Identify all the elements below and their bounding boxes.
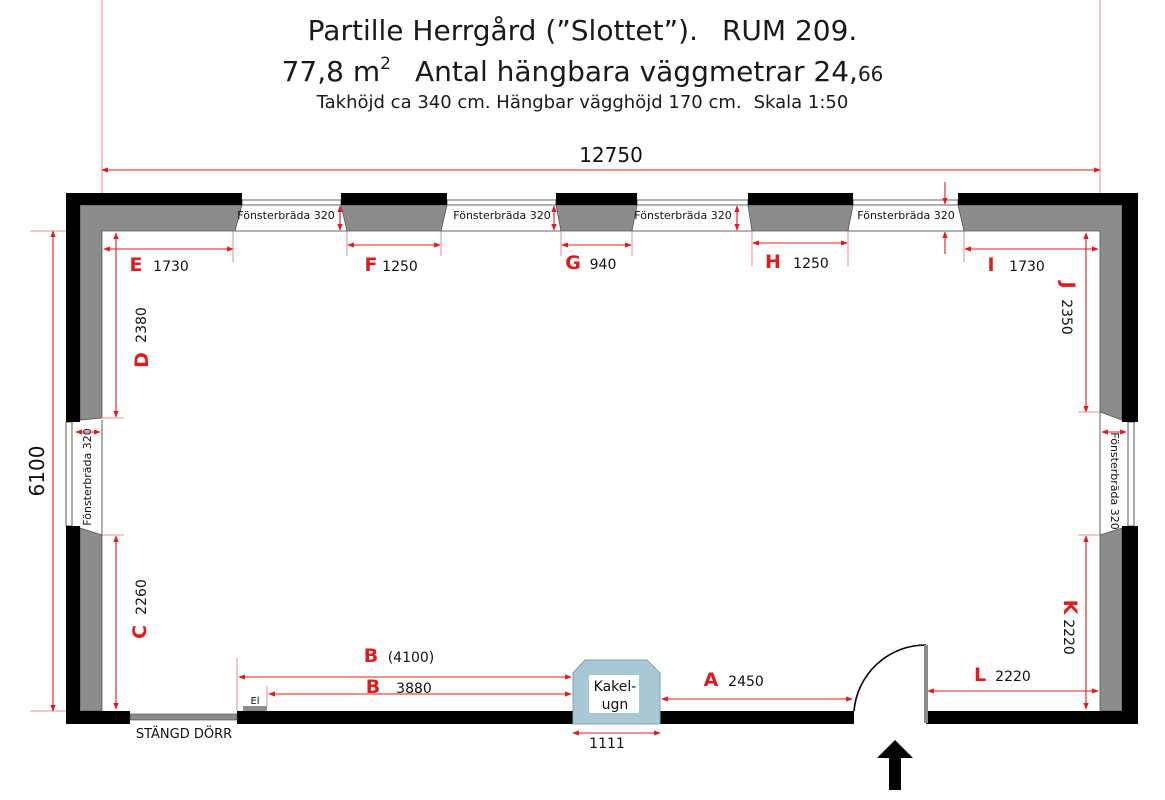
wall-meters-label: Antal hängbara väggmetrar 24, <box>414 55 858 88</box>
wall-face-i <box>957 204 1123 421</box>
area-line: 77,8 m2 Antal hängbara väggmetrar 24,66 <box>0 54 1165 88</box>
wall-value-a: 2450 <box>728 674 764 690</box>
wall-value-l: 2220 <box>995 669 1031 685</box>
wall-value-h: 1250 <box>793 256 829 272</box>
wall-value-k: 2220 <box>1060 619 1076 655</box>
wall-letter-i: I <box>987 254 994 276</box>
ceiling-info: Takhöjd ca 340 cm. Hängbar vägghöjd 170 … <box>316 92 742 113</box>
wall-left-lower <box>66 526 80 724</box>
wall-faces <box>79 204 1123 712</box>
wall-face-f <box>340 204 448 232</box>
window-frame-1 <box>241 199 342 206</box>
wall-value-g: 940 <box>590 257 617 273</box>
wall-face-c <box>79 527 103 712</box>
walls <box>66 193 1138 724</box>
wall-bottom-left <box>66 711 130 724</box>
entrance-arrow-icon <box>877 740 913 790</box>
wall-value-f: 1250 <box>382 259 418 275</box>
wall-top-4 <box>748 193 853 205</box>
entrance-door-leaf <box>924 645 928 723</box>
wall-top-3 <box>556 193 637 205</box>
wall-top-2 <box>341 193 447 205</box>
wall-value-b-total: (4100) <box>388 650 435 666</box>
wall-right-upper <box>1122 193 1138 422</box>
window-sill-label-3: Fönsterbräda 320 <box>634 209 731 222</box>
wall-bottom-right-of-stove <box>660 711 854 724</box>
stove-width-label: 1111 <box>589 736 625 752</box>
window-frame-4 <box>852 199 959 206</box>
wall-right-lower <box>1122 526 1138 724</box>
window-sill-label-right: Fönsterbräda 320 <box>1108 432 1121 529</box>
wall-letter-b-total: B <box>364 645 378 667</box>
wall-face-h <box>747 204 854 232</box>
wall-letter-c: C <box>129 625 151 639</box>
closed-door-label: STÄNGD DÖRR <box>136 725 232 742</box>
area-unit-exponent: 2 <box>380 54 391 74</box>
sill-depth-arrows <box>75 182 1127 435</box>
window-frames <box>65 199 1135 535</box>
wall-face-g <box>555 204 638 232</box>
title-line: Partille Herrgård (”Slottet”). RUM 209. <box>0 14 1165 47</box>
wall-letter-g: G <box>565 252 581 274</box>
venue-title: Partille Herrgård (”Slottet”). <box>307 14 698 47</box>
wall-value-b: 3880 <box>396 681 432 697</box>
electric-outlet <box>243 706 267 711</box>
window-frame-right <box>1127 421 1135 527</box>
wall-value-e: 1730 <box>153 259 189 275</box>
wall-face-e <box>79 204 243 421</box>
info-line: Takhöjd ca 340 cm. Hängbar vägghöjd 170 … <box>0 92 1165 113</box>
window-sill-label-4: Fönsterbräda 320 <box>857 209 954 222</box>
wall-letter-k: K <box>1059 600 1081 616</box>
wall-dimension-lines <box>102 231 1100 711</box>
closed-door <box>129 713 238 721</box>
wall-meters-decimals: 66 <box>857 62 884 86</box>
window-sill-label-2: Fönsterbräda 320 <box>453 209 550 222</box>
stove-label-line1: Kakel- <box>594 679 637 695</box>
stove-label-line2: ugn <box>602 697 629 713</box>
wall-face-k <box>1099 527 1123 712</box>
wall-letter-d: D <box>131 352 153 368</box>
wall-bottom-mid <box>237 711 573 724</box>
window-frame-2 <box>446 199 557 206</box>
wall-value-j: 2350 <box>1058 299 1074 335</box>
area-value: 77,8 m <box>281 55 381 88</box>
window-frame-left <box>65 421 73 527</box>
window-sill-label-1: Fönsterbräda 320 <box>237 209 334 222</box>
tiled-stove-inner <box>589 675 639 713</box>
window-sill-label-left: Fönsterbräda 320 <box>81 428 94 525</box>
window-frame-3 <box>636 199 749 206</box>
entrance-door-swing <box>853 644 927 712</box>
wall-letter-a: A <box>704 669 719 691</box>
total-width-label: 12750 <box>579 143 643 167</box>
wall-value-c: 2260 <box>134 579 150 615</box>
wall-value-d: 2380 <box>134 307 150 343</box>
wall-letter-j: J <box>1057 279 1079 288</box>
wall-letter-f: F <box>365 254 378 276</box>
wall-letter-l: L <box>974 664 986 686</box>
room-number: RUM 209. <box>721 14 858 47</box>
wall-left-upper <box>66 193 80 422</box>
wall-letter-h: H <box>765 251 781 273</box>
wall-value-i: 1730 <box>1009 259 1045 275</box>
wall-top-1 <box>66 193 242 205</box>
wall-letter-e: E <box>130 254 143 276</box>
electric-label: El <box>250 696 259 707</box>
scale-info: Skala 1:50 <box>753 92 849 113</box>
total-height-label: 6100 <box>25 446 49 497</box>
wall-bottom-right <box>926 711 1138 724</box>
wall-letter-b: B <box>366 676 380 698</box>
wall-top-5 <box>958 193 1138 205</box>
